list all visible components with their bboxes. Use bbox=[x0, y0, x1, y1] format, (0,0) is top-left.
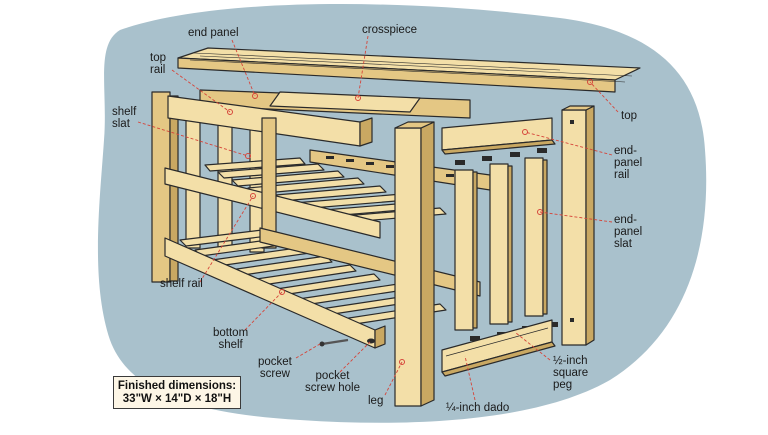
end-panel-slat-1 bbox=[454, 169, 474, 331]
end-panel-slat-2 bbox=[489, 163, 509, 325]
leader-shelf-slat bbox=[137, 121, 249, 157]
front-left-leg bbox=[394, 127, 422, 407]
leader-square-peg bbox=[515, 332, 551, 361]
label-pocket-screw: pocket screw bbox=[258, 356, 292, 380]
leader-bottom-shelf bbox=[244, 291, 283, 331]
label-top-rail: top rail bbox=[150, 52, 166, 76]
leader-shelf-rail bbox=[199, 195, 254, 283]
label-shelf-rail: shelf rail bbox=[160, 278, 203, 290]
label-end-panel-slat: end- panel slat bbox=[614, 214, 643, 250]
finished-dimensions-box: Finished dimensions: 33"W × 14"D × 18"H bbox=[113, 376, 241, 409]
crosspiece-board bbox=[269, 91, 421, 113]
finished-dimensions-value: 33"W × 14"D × 18"H bbox=[122, 393, 232, 405]
label-dado: ¼-inch dado bbox=[446, 402, 510, 414]
leader-leg bbox=[384, 361, 403, 396]
finished-dimensions-title: Finished dimensions: bbox=[117, 380, 237, 392]
label-square-peg: ½-inch square peg bbox=[553, 355, 589, 391]
pocket-screw bbox=[321, 338, 349, 346]
leader-crosspiece bbox=[357, 35, 369, 99]
leader-top bbox=[589, 81, 619, 113]
leader-end-panel bbox=[231, 39, 256, 97]
label-end-panel: end panel bbox=[188, 27, 239, 39]
leader-pocket-screw-hole bbox=[339, 341, 371, 373]
top-board-edge bbox=[177, 57, 616, 93]
label-end-panel-rail: end- panel rail bbox=[614, 145, 643, 181]
label-pocket-screw-hole: pocket screw hole bbox=[305, 370, 360, 394]
label-top: top bbox=[621, 110, 637, 122]
pocket-screw-hole bbox=[367, 338, 375, 344]
leader-dado bbox=[464, 355, 476, 401]
exploded-right-leg bbox=[561, 109, 587, 346]
label-crosspiece: crosspiece bbox=[362, 24, 417, 36]
end-panel-slat-3 bbox=[524, 157, 544, 317]
label-shelf-slat: shelf slat bbox=[112, 106, 137, 130]
label-bottom-shelf: bottom shelf bbox=[213, 327, 249, 351]
label-leg: leg bbox=[368, 395, 384, 407]
leader-end-panel-slat bbox=[539, 211, 613, 223]
leader-top-rail bbox=[171, 69, 231, 113]
